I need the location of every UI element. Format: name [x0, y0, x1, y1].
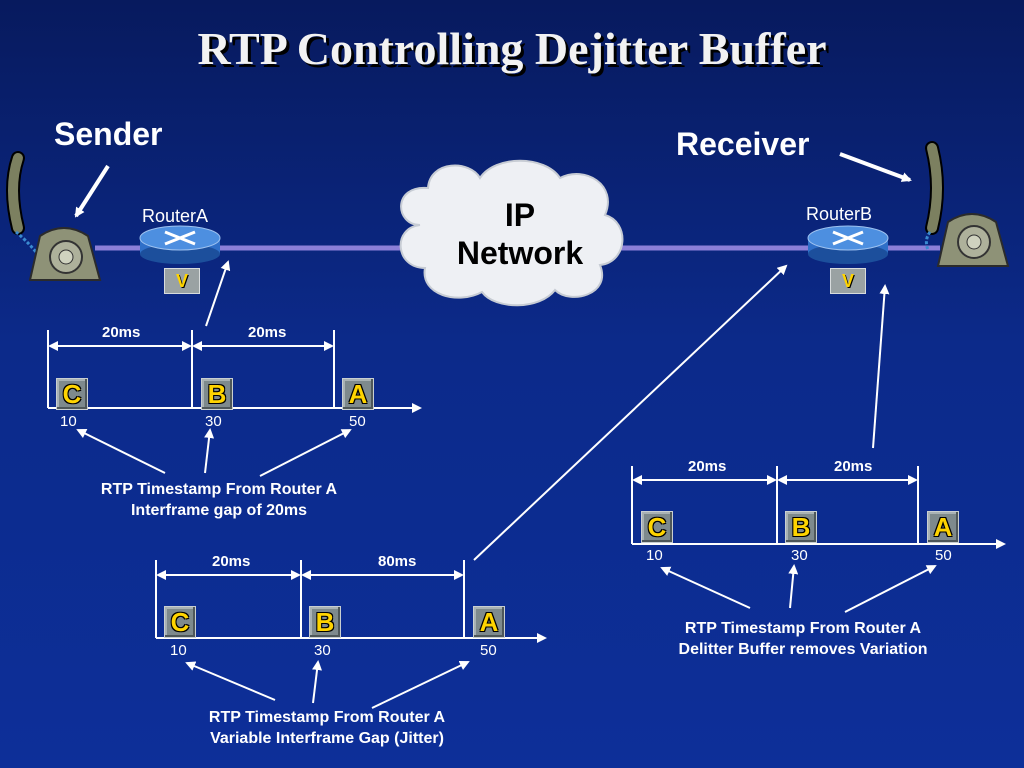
timeline-b-packet: B [785, 511, 817, 543]
timeline-a-caption-line-2: Interframe gap of 20ms [130, 502, 308, 519]
timeline-jitter-packet: C [164, 606, 196, 638]
timeline-jitter-gap-2: 80ms [378, 553, 417, 570]
timeline-b-gap-1: 20ms [688, 458, 727, 475]
timeline-jitter-timestamp: 30 [314, 642, 331, 659]
timeline-a-timestamp: 50 [349, 413, 366, 430]
router-a-voice-badge: V [164, 268, 200, 294]
timeline-a-caption: RTP Timestamp From Router A Interframe g… [60, 479, 378, 521]
router-a-icon [139, 225, 221, 264]
timeline-b-timestamp: 30 [791, 547, 808, 564]
receiver-pointer-arrow [839, 152, 912, 182]
cloud-line-1: IP [504, 197, 536, 233]
timeline-b [631, 466, 1006, 613]
timeline-b-packet: C [641, 511, 673, 543]
timeline-a-packet: B [201, 378, 233, 410]
router-a-label: RouterA [142, 206, 209, 226]
timeline-a-timestamp: 10 [60, 413, 77, 430]
timeline-jitter-caption-line-1: RTP Timestamp From Router A [208, 709, 446, 726]
ip-network-cloud-icon [399, 159, 624, 307]
timeline-b-caption-line-1: RTP Timestamp From Router A [684, 620, 922, 637]
jitter-to-router-b-arrow [473, 264, 788, 561]
timeline-b-packet: A [927, 511, 959, 543]
timeline-b-caption: RTP Timestamp From Router A Delitter Buf… [643, 618, 963, 660]
timeline-a-caption-line-1: RTP Timestamp From Router A [100, 481, 338, 498]
timeline-a-packet: A [342, 378, 374, 410]
timeline-a-packet: C [56, 378, 88, 410]
cloud-label: IP Network [440, 196, 600, 272]
timeline-a [47, 330, 422, 477]
timeline-b-timestamp: 50 [935, 547, 952, 564]
sender-pointer-arrow [74, 164, 110, 218]
timeline-a-gap-2: 20ms [248, 324, 287, 341]
timeline-jitter [155, 560, 547, 709]
timeline-jitter-timestamp: 10 [170, 642, 187, 659]
buffer-to-router-b-arrow [872, 284, 890, 449]
timeline-jitter-caption-line-2: Variable Interframe Gap (Jitter) [210, 730, 444, 747]
router-a-pointer-arrow [205, 260, 231, 327]
timeline-jitter-packet: B [309, 606, 341, 638]
receiver-label: Receiver [676, 126, 810, 162]
sender-label: Sender [54, 116, 163, 152]
timeline-b-gap-2: 20ms [834, 458, 873, 475]
page-title: RTP Controlling Dejitter Buffer [197, 23, 827, 74]
router-b-label: RouterB [806, 204, 873, 224]
timeline-a-gap-1: 20ms [102, 324, 141, 341]
timeline-jitter-timestamp: 50 [480, 642, 497, 659]
sender-phone-icon [6, 151, 102, 281]
timeline-b-timestamp: 10 [646, 547, 663, 564]
timeline-jitter-packet: A [473, 606, 505, 638]
router-b-voice-badge: V [830, 268, 866, 294]
timeline-b-caption-line-2: Delitter Buffer removes Variation [678, 641, 928, 658]
router-b-icon [807, 225, 889, 264]
timeline-jitter-gap-1: 20ms [212, 553, 251, 570]
timeline-a-timestamp: 30 [205, 413, 222, 430]
cloud-line-2: Network [456, 235, 584, 271]
timeline-jitter-caption: RTP Timestamp From Router A Variable Int… [168, 707, 486, 749]
receiver-phone-icon [924, 141, 1010, 267]
